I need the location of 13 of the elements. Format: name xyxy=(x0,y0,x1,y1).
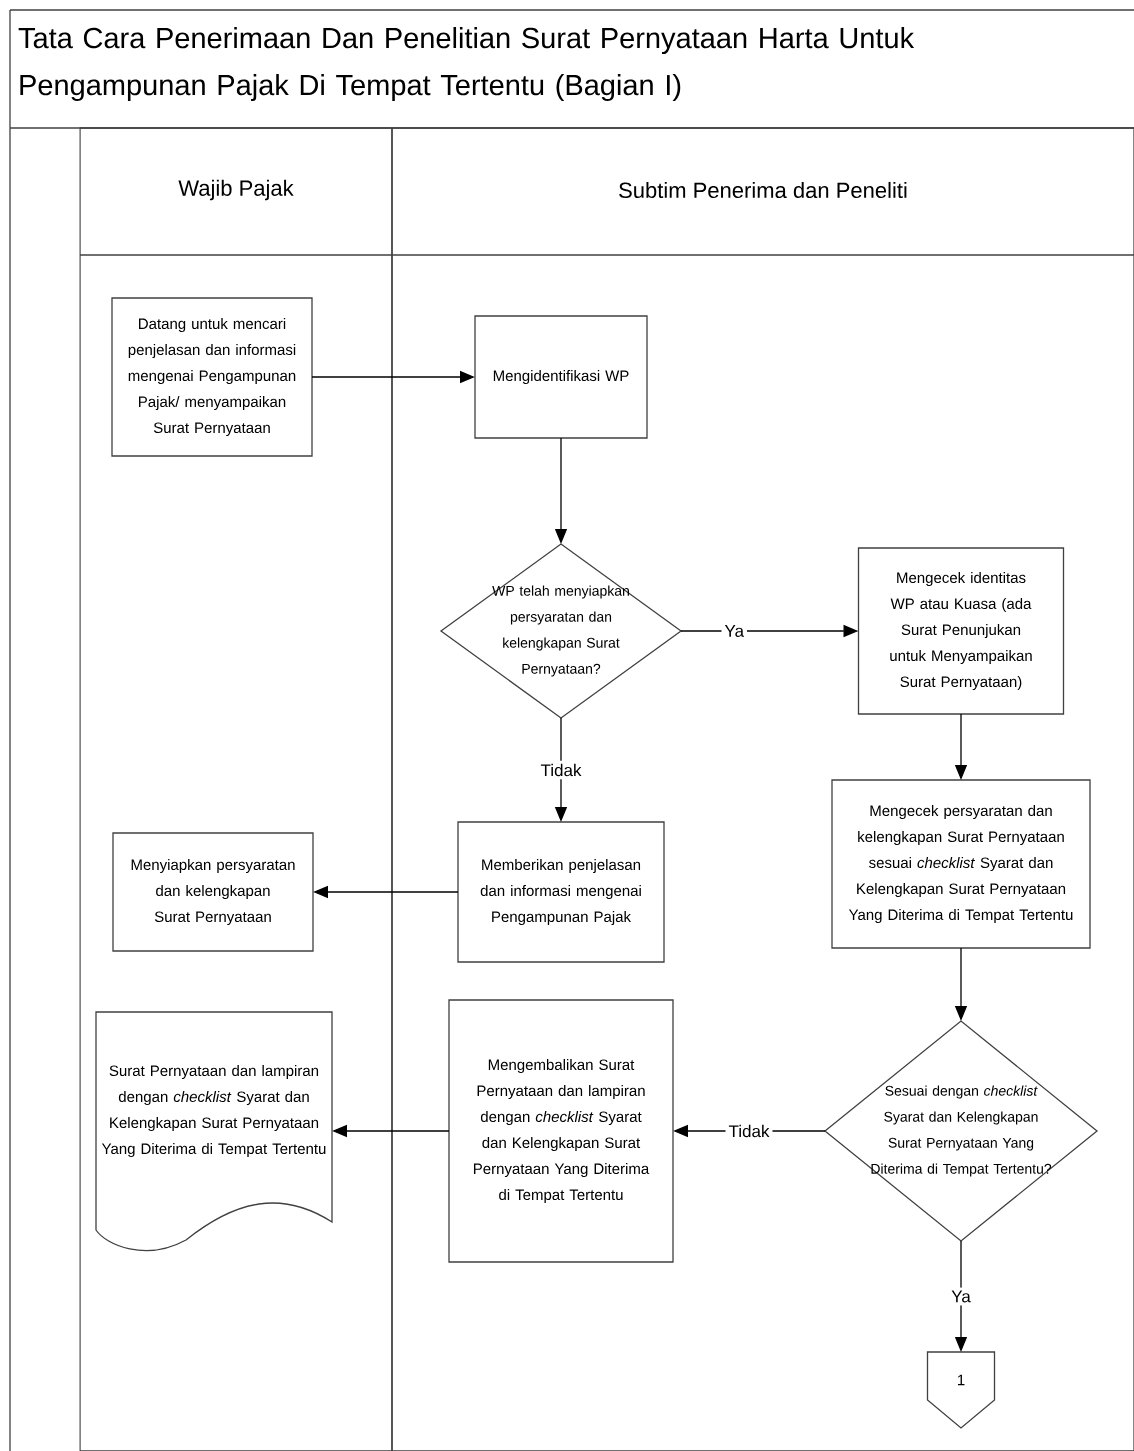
process-box: Menyiapkan persyaratan dan kelengkapan Surat Pernyataan xyxy=(112,832,314,952)
process-box: Mengembalikan Surat Pernyataan dan lampiran dengan checklist Syarat dan Kelengkapan Surat Pernyataan Yang Diterima di Tempat Tertentu xyxy=(448,999,674,1263)
process-box: Mengecek persyaratan dan kelengkapan Surat Pernyataan sesuai checklist Syarat dan Kelengkapan Surat Pernyataan Yang Diterima di Tempat Tertentu xyxy=(831,779,1091,949)
process-box: Mengidentifikasi WP xyxy=(474,315,648,439)
process-box: Mengecek identitas WP atau Kuasa (ada Surat Penunjukan untuk Menyampaikan Surat Pernyataan) xyxy=(857,547,1065,715)
off-page-connector: 1 xyxy=(926,1351,996,1429)
edge-label: Tidak xyxy=(725,1121,773,1141)
process-box: Memberikan penjelasan dan informasi mengenai Pengampunan Pajak xyxy=(457,821,665,963)
edge-label: Tidak xyxy=(537,760,585,780)
title: Tata Cara Penerimaan Dan Penelitian Surat Pernyataan Harta Untuk Pengampunan Pajak Di Tempat Tertentu (Bagian I) xyxy=(18,27,915,102)
process-box: Datang untuk mencari penjelasan dan informasi mengenai Pengampunan Pajak/ menyampaikan Surat Pernyataan xyxy=(111,297,313,457)
edge-label: Ya xyxy=(948,1287,974,1306)
edge-label: Ya xyxy=(721,622,747,640)
